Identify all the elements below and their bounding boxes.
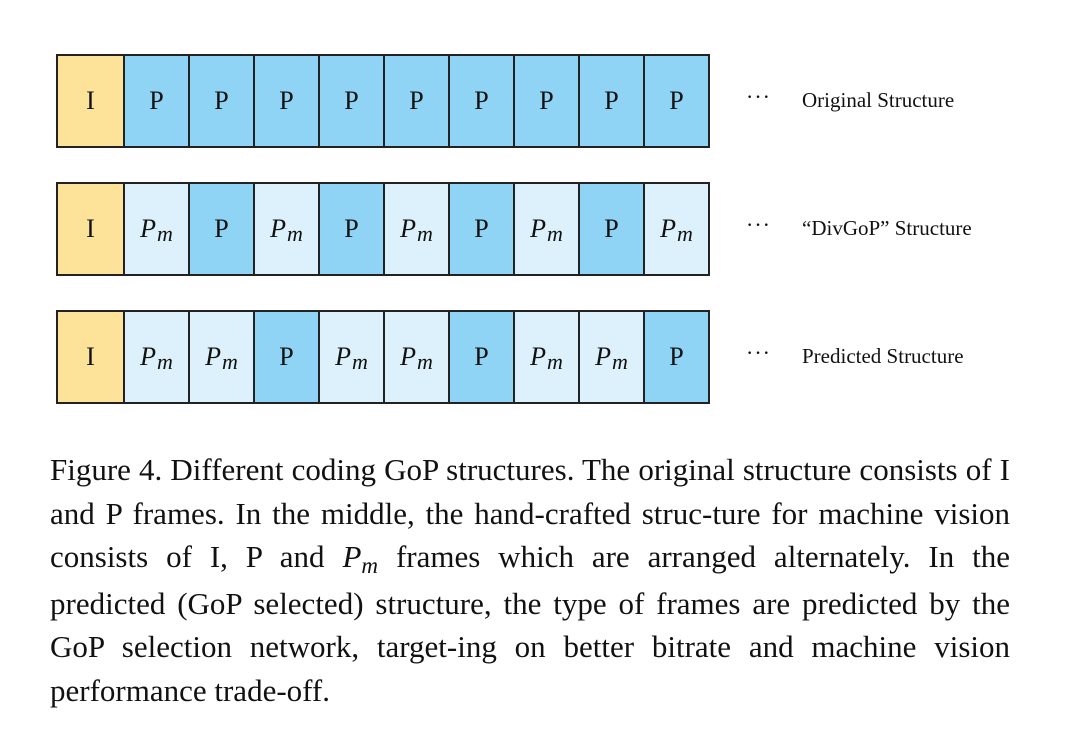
- frame-label: P: [344, 86, 359, 115]
- frame-label: P: [279, 86, 294, 115]
- frame-label: P: [604, 86, 619, 115]
- frame-label: P: [474, 86, 489, 115]
- frame-label: P: [279, 342, 294, 371]
- frame-p: P: [578, 54, 645, 148]
- frame-label: P: [214, 214, 229, 243]
- frame-label: P: [604, 214, 619, 243]
- frame-label: P: [335, 342, 351, 371]
- frame-label: P: [344, 214, 359, 243]
- ellipsis: ···: [746, 340, 771, 365]
- frame-label: P: [214, 86, 229, 115]
- caption-text-part2: frames which are arranged alternately. I…: [50, 539, 1010, 708]
- frame-label: P: [409, 86, 424, 115]
- frame-p: P: [448, 54, 515, 148]
- frame-label: P: [400, 342, 416, 371]
- row-label-original: Original Structure: [802, 88, 955, 112]
- frame-label: P: [660, 214, 676, 243]
- frame-p: P: [253, 54, 320, 148]
- frame-label-subscript: m: [352, 349, 368, 374]
- frame-p: P: [188, 54, 255, 148]
- frame-label-subscript: m: [547, 349, 563, 374]
- frame-label: P: [530, 214, 546, 243]
- frame-label: P: [149, 86, 164, 115]
- frame-label: P: [474, 214, 489, 243]
- frame-label-subscript: m: [287, 221, 303, 246]
- ellipsis: ···: [746, 84, 771, 109]
- frame-label: P: [595, 342, 611, 371]
- frame-p: P: [123, 54, 190, 148]
- frame-label-subscript: m: [417, 349, 433, 374]
- row-label-divgop: “DivGoP” Structure: [802, 216, 972, 240]
- frame-label-subscript: m: [157, 349, 173, 374]
- ellipsis: ···: [746, 212, 771, 237]
- frame-label-subscript: m: [612, 349, 628, 374]
- frame-label: I: [86, 86, 95, 115]
- frame-label: P: [669, 86, 684, 115]
- frame-label-subscript: m: [222, 349, 238, 374]
- frame-p: P: [318, 54, 385, 148]
- frame-label: P: [270, 214, 286, 243]
- frame-p: P: [383, 54, 450, 148]
- frame-label: P: [539, 86, 554, 115]
- frame-p: P: [253, 310, 320, 404]
- frame-label-subscript: m: [417, 221, 433, 246]
- frame-p: P: [643, 310, 710, 404]
- frame-label-subscript: m: [547, 221, 563, 246]
- frame-label-subscript: m: [677, 221, 693, 246]
- pm-symbol: Pm: [342, 539, 378, 578]
- frame-p: P: [513, 54, 580, 148]
- frame-label: I: [86, 342, 95, 371]
- frame-p: P: [318, 182, 385, 276]
- frame-label: P: [400, 214, 416, 243]
- caption-text-part1: Figure 4. Different coding GoP structure…: [50, 452, 1010, 574]
- pm-symbol-base: P: [342, 539, 362, 574]
- frame-p: P: [578, 182, 645, 276]
- frame-label: P: [669, 342, 684, 371]
- frame-i: I: [56, 310, 125, 404]
- gop-row-original: I P P P P P P P P P ··· Original Structure: [56, 54, 954, 148]
- frame-label: I: [86, 214, 95, 243]
- frame-label: P: [474, 342, 489, 371]
- frame-label: P: [530, 342, 546, 371]
- frame-label: P: [205, 342, 221, 371]
- frame-p: P: [448, 310, 515, 404]
- frame-i: I: [56, 182, 125, 276]
- row-label-predicted: Predicted Structure: [802, 344, 964, 368]
- pm-symbol-subscript: m: [361, 553, 379, 578]
- frame-label: P: [140, 214, 156, 243]
- frame-label-subscript: m: [157, 221, 173, 246]
- frame-label: P: [140, 342, 156, 371]
- figure-caption: Figure 4. Different coding GoP structure…: [50, 448, 1010, 712]
- frame-p: P: [643, 54, 710, 148]
- frame-p: P: [448, 182, 515, 276]
- frame-i: I: [56, 54, 125, 148]
- frame-p: P: [188, 182, 255, 276]
